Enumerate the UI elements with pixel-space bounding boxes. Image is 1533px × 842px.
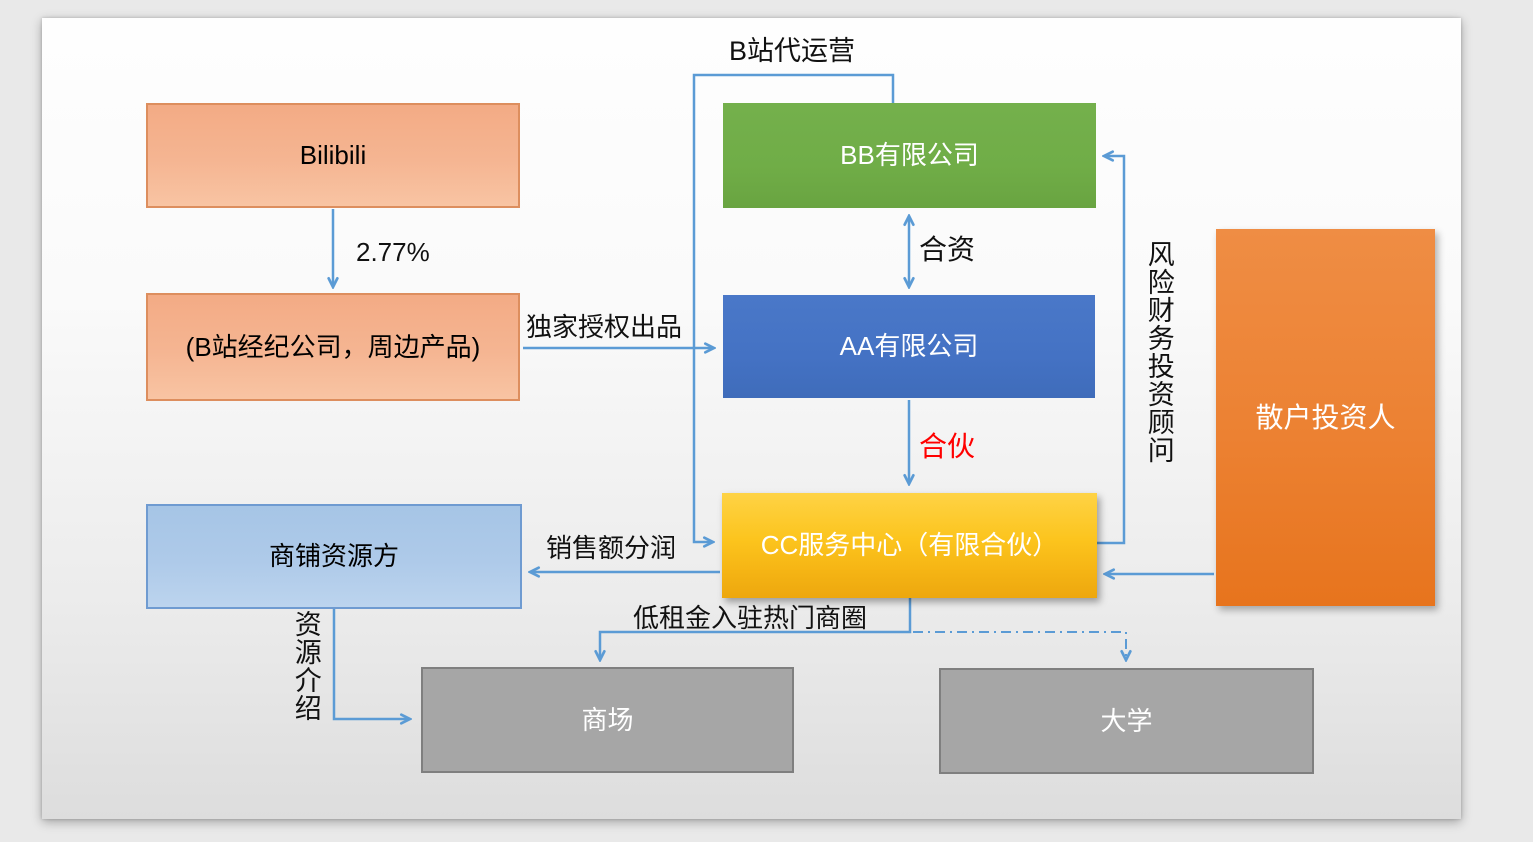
label-joint-venture: 合资: [919, 234, 976, 265]
label-low-rent: 低租金入驻热门商圈: [633, 603, 868, 633]
node-retail-investors: 散户投资人: [1216, 229, 1435, 606]
edge-cc-to-university-dashed: [913, 631, 1126, 660]
label-risk-financial-advisor: 风险财务投资顾问: [1143, 240, 1174, 464]
node-bb-company-label: BB有限公司: [840, 140, 979, 171]
node-aa-company: AA有限公司: [723, 295, 1095, 398]
node-bb-company: BB有限公司: [723, 103, 1096, 208]
node-cc-service-center-label: CC服务中心（有限合伙）: [760, 530, 1059, 561]
node-shop-resources-label: 商铺资源方: [268, 541, 399, 572]
node-university: 大学: [939, 668, 1314, 774]
node-university-label: 大学: [1100, 705, 1153, 736]
edge-cc-risk-advisor-to-bb: [1097, 156, 1126, 545]
label-resource-introduction: 资源介绍: [290, 610, 321, 722]
node-bilibili: Bilibili: [146, 103, 520, 208]
label-partnership: 合伙: [919, 431, 976, 462]
node-mall: 商场: [421, 667, 794, 773]
label-b-proxy-operation: B站代运营: [729, 36, 856, 66]
node-cc-service-center: CC服务中心（有限合伙）: [722, 493, 1097, 598]
node-mall-label: 商场: [581, 704, 634, 735]
label-stake-percentage: 2.77%: [356, 237, 430, 267]
edge-shops-resource-to-mall: [332, 609, 410, 719]
node-b-agency: (B站经纪公司，周边产品): [146, 293, 520, 401]
node-retail-investors-label: 散户投资人: [1255, 402, 1396, 433]
label-exclusive-license: 独家授权出品: [526, 312, 683, 342]
node-aa-company-label: AA有限公司: [839, 331, 979, 362]
node-b-agency-label: (B站经纪公司，周边产品): [185, 331, 481, 362]
edge-bb-proxy-to-cc: [692, 73, 895, 542]
edge-cc-to-mall: [600, 598, 912, 660]
label-sales-share: 销售额分润: [546, 533, 677, 563]
node-shop-resources: 商铺资源方: [146, 504, 522, 609]
node-bilibili-label: Bilibili: [299, 140, 367, 171]
